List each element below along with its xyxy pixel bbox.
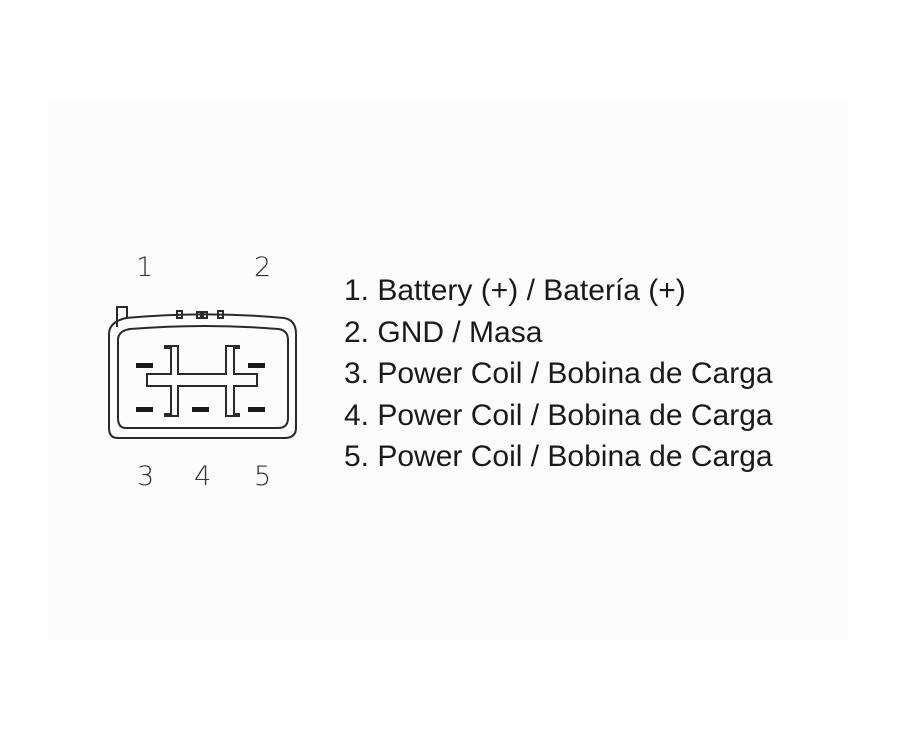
- connector-outer-shell: [108, 313, 297, 439]
- legend-item-5: 5. Power Coil / Bobina de Carga: [344, 440, 773, 473]
- latch-rib: [217, 310, 224, 319]
- h-key: [146, 345, 258, 417]
- legend-item-1: 1. Battery (+) / Batería (+): [344, 274, 686, 307]
- terminal-pin-3: [136, 407, 153, 412]
- legend-item-4: 4. Power Coil / Bobina de Carga: [344, 398, 773, 432]
- latch-rib: [176, 310, 183, 319]
- connector-face-drawing: [108, 306, 297, 439]
- terminal-pin-4: [192, 407, 209, 412]
- pin-label-2: 2: [254, 252, 272, 283]
- locking-tab: [116, 306, 128, 327]
- legend-item-3: 3. Power Coil / Bobina de Carga: [344, 357, 773, 390]
- terminal-pin-5: [248, 407, 265, 412]
- diagram-panel: [48, 100, 848, 640]
- terminal-pin-1: [136, 363, 153, 368]
- legend-item-2: 2. GND / Masa: [344, 315, 543, 349]
- pin-label-3: 3: [137, 461, 155, 492]
- connector-inner-shell: [117, 325, 289, 429]
- terminal-pin-2: [248, 363, 265, 368]
- pin-label-1: 1: [136, 252, 154, 283]
- latch-rib: [202, 311, 208, 319]
- latch-rib: [196, 311, 202, 319]
- pin-label-5: 5: [254, 461, 272, 492]
- pin-legend: 1. Battery (+) / Batería (+) 2. GND / Ma…: [344, 270, 773, 478]
- pin-label-4: 4: [194, 461, 212, 492]
